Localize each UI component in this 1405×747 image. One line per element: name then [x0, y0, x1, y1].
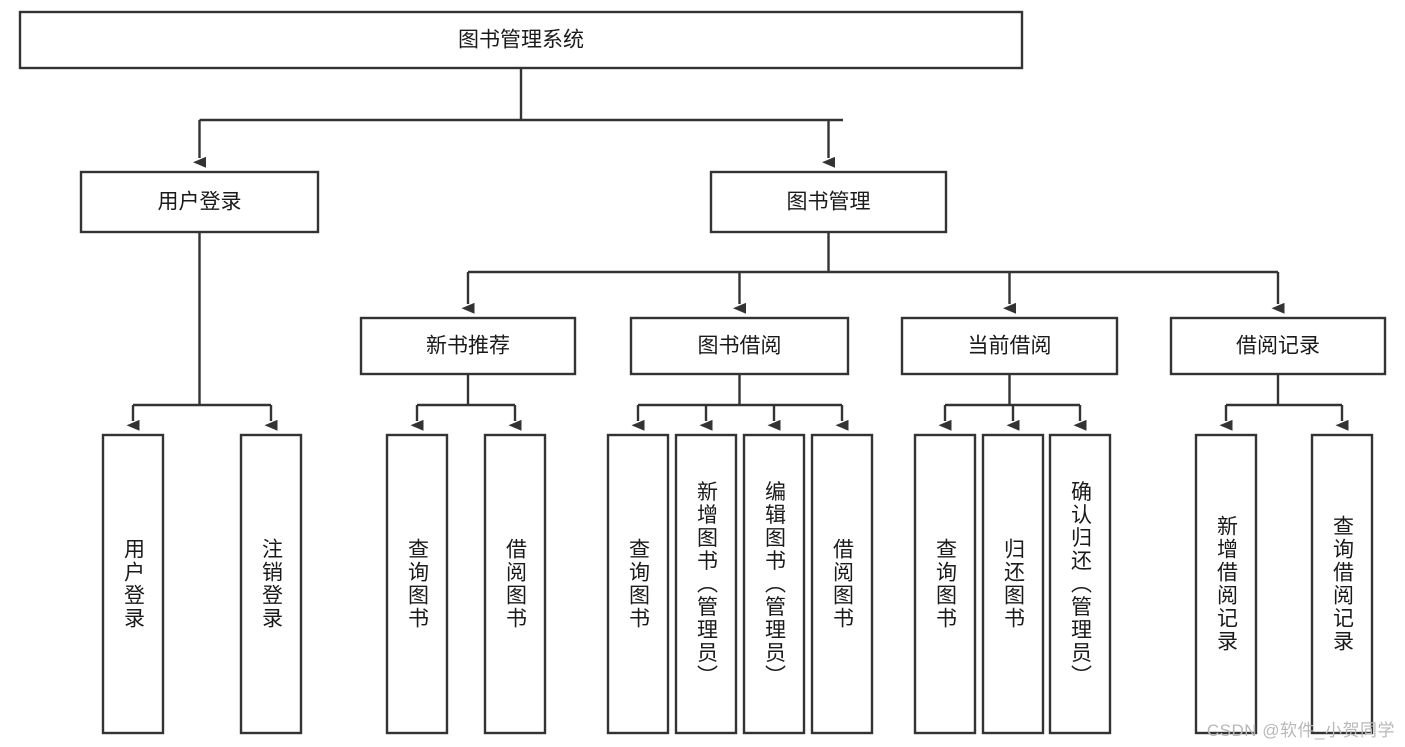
node-leaf-query-book-borrow[interactable]: 查询图书: [606, 433, 670, 735]
node-leaf-borrow-book-recommend-label: 借阅图书: [504, 538, 528, 630]
edge-group-borrow-record-to-leaves: [1226, 374, 1342, 421]
node-root[interactable]: 图书管理系统: [18, 10, 1024, 70]
node-leaf-query-book-recommend-label: 查询图书: [406, 538, 430, 630]
node-leaf-add-borrow-record-box[interactable]: [1194, 433, 1258, 735]
edge-group-new-book-recommend-to-leaves: [417, 374, 515, 421]
node-leaf-query-book-recommend[interactable]: 查询图书: [385, 433, 449, 735]
node-leaf-confirm-return-label: 确认归还（管理员）: [1069, 481, 1093, 688]
node-leaf-query-book-recommend-box[interactable]: [385, 433, 449, 735]
node-leaf-query-book-current-box[interactable]: [913, 433, 977, 735]
node-leaf-confirm-return-box[interactable]: [1048, 433, 1112, 735]
node-leaf-return-book-box[interactable]: [981, 433, 1045, 735]
edge-group-user-login-to-leaves: [133, 232, 271, 421]
node-leaf-borrow-book-box[interactable]: [810, 433, 874, 735]
node-book-borrow-label: 图书借阅: [698, 335, 782, 358]
node-leaf-user-login[interactable]: 用户登录: [101, 433, 165, 735]
node-leaf-add-book-box[interactable]: [674, 433, 738, 735]
node-borrow-record-label: 借阅记录: [1236, 335, 1320, 358]
node-leaf-return-book[interactable]: 归还图书: [981, 433, 1045, 735]
node-user-login-box[interactable]: [79, 170, 320, 234]
node-root-box[interactable]: [18, 10, 1024, 70]
node-leaf-logout-label: 注销登录: [260, 538, 284, 630]
node-book-borrow[interactable]: 图书借阅: [629, 316, 850, 376]
node-new-book-recommend[interactable]: 新书推荐: [359, 316, 577, 376]
edge-group-book-borrow-to-leaves: [638, 374, 842, 421]
node-leaf-query-book-borrow-label: 查询图书: [627, 538, 651, 630]
node-leaf-query-book-borrow-box[interactable]: [606, 433, 670, 735]
node-leaf-query-book-current[interactable]: 查询图书: [913, 433, 977, 735]
node-leaf-query-borrow-record[interactable]: 查询借阅记录: [1310, 433, 1374, 735]
node-leaf-borrow-book[interactable]: 借阅图书: [810, 433, 874, 735]
node-book-management[interactable]: 图书管理: [709, 170, 948, 234]
node-leaf-edit-book[interactable]: 编辑图书（管理员）: [742, 433, 806, 735]
node-current-borrow[interactable]: 当前借阅: [900, 316, 1119, 376]
node-leaf-add-book-label: 新增图书（管理员）: [695, 481, 719, 688]
edge-group-root-to-level2: [200, 68, 843, 158]
node-borrow-record[interactable]: 借阅记录: [1169, 316, 1387, 376]
node-book-management-label: 图书管理: [787, 191, 871, 214]
node-user-login[interactable]: 用户登录: [79, 170, 320, 234]
node-root-label: 图书管理系统: [458, 29, 584, 52]
node-leaf-edit-book-label: 编辑图书（管理员）: [763, 481, 787, 688]
node-leaf-borrow-book-recommend-box[interactable]: [483, 433, 547, 735]
node-current-borrow-label: 当前借阅: [968, 335, 1052, 358]
node-leaf-add-book[interactable]: 新增图书（管理员）: [674, 433, 738, 735]
node-leaf-query-book-current-label: 查询图书: [934, 538, 958, 630]
node-leaf-query-borrow-record-box[interactable]: [1310, 433, 1374, 735]
node-leaf-logout-box[interactable]: [239, 433, 303, 735]
node-leaf-confirm-return[interactable]: 确认归还（管理员）: [1048, 433, 1112, 735]
node-leaf-query-borrow-record-label: 查询借阅记录: [1331, 515, 1355, 653]
node-book-management-box[interactable]: [709, 170, 948, 234]
node-leaf-user-login-box[interactable]: [101, 433, 165, 735]
node-leaf-logout[interactable]: 注销登录: [239, 433, 303, 735]
node-leaf-return-book-label: 归还图书: [1002, 538, 1026, 630]
node-current-borrow-box[interactable]: [900, 316, 1119, 376]
node-leaf-user-login-label: 用户登录: [122, 538, 146, 630]
edge-group-current-borrow-to-leaves: [945, 374, 1080, 421]
node-user-login-label: 用户登录: [158, 191, 242, 214]
node-leaf-borrow-book-recommend[interactable]: 借阅图书: [483, 433, 547, 735]
node-new-book-recommend-label: 新书推荐: [426, 335, 510, 358]
node-new-book-recommend-box[interactable]: [359, 316, 577, 376]
node-book-borrow-box[interactable]: [629, 316, 850, 376]
node-borrow-record-box[interactable]: [1169, 316, 1387, 376]
node-leaf-add-borrow-record-label: 新增借阅记录: [1215, 515, 1239, 653]
node-leaf-add-borrow-record[interactable]: 新增借阅记录: [1194, 433, 1258, 735]
edge-group-book-management-to-level3: [468, 232, 1278, 304]
node-leaf-edit-book-box[interactable]: [742, 433, 806, 735]
node-leaf-borrow-book-label: 借阅图书: [831, 538, 855, 630]
